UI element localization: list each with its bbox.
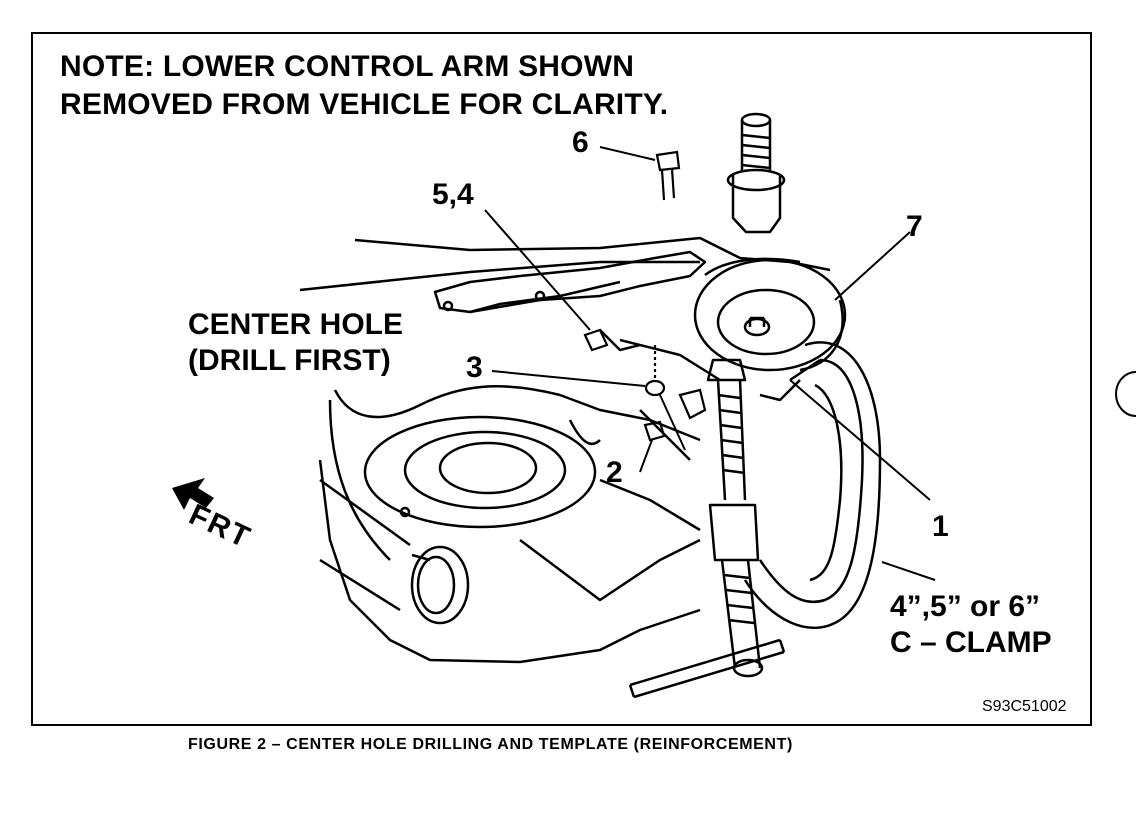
center-hole-label: CENTER HOLE [188,308,404,341]
c-clamp [628,341,882,699]
leader-lines [484,146,936,581]
figure-code: S93C51002 [982,698,1067,715]
leader-2b [659,394,686,451]
drill-first-label: (DRILL FIRST) [188,344,391,377]
callout-5-4: 5,4 [432,178,474,211]
callout-3: 3 [466,351,483,384]
lower-control-arm [299,112,847,664]
callout-7: 7 [906,210,923,243]
callout-2: 2 [606,456,623,489]
leader-7 [834,231,911,301]
edge-circle [1115,371,1136,417]
nut-2 [643,420,666,442]
bolt-6 [655,150,681,201]
washer-3 [644,379,666,397]
hardware [583,150,707,442]
note-line-1: NOTE: LOWER CONTROL ARM SHOWN [60,50,635,83]
note-line-2: REMOVED FROM VEHICLE FOR CLARITY. [60,88,669,121]
leader-54 [484,209,591,331]
nut-54 [583,328,609,352]
clamp-size-label: 4”,5” or 6” [890,590,1041,623]
figure-border [31,32,1092,726]
leader-1 [789,379,931,501]
leader-2 [639,439,653,473]
callout-6: 6 [572,126,589,159]
frt-arrow-icon [172,478,214,510]
leader-clamp [881,561,936,581]
leader-6 [599,146,656,161]
c-clamp-label: C – CLAMP [890,626,1052,659]
figure-caption: FIGURE 2 – CENTER HOLE DRILLING AND TEMP… [188,736,793,753]
callout-1: 1 [932,510,949,543]
leader-3 [491,370,646,387]
